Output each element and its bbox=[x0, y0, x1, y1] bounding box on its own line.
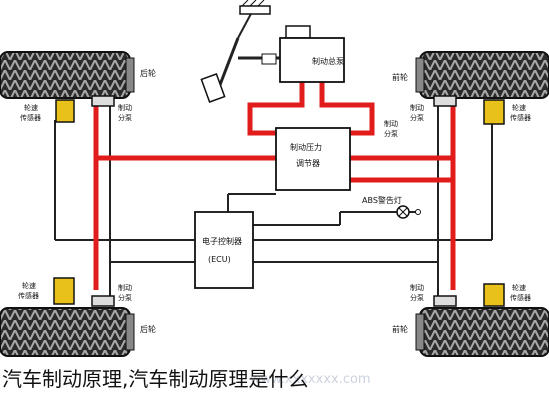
wheel-left-front bbox=[0, 307, 135, 357]
sensor-label-top-left: 轮速 传感器 bbox=[20, 103, 41, 122]
label-left-rear-wheel: 后轮 bbox=[140, 68, 156, 78]
wiring bbox=[54, 9, 493, 305]
brake-lines bbox=[93, 80, 456, 290]
master-cylinder-label: 制动总泵 bbox=[312, 56, 344, 66]
svg-text:制动: 制动 bbox=[118, 283, 132, 292]
brake-master-cylinder: 制动总泵 bbox=[279, 25, 345, 83]
svg-text:分泵: 分泵 bbox=[118, 293, 132, 302]
label-right-rear-wheel: 前轮 bbox=[392, 324, 408, 334]
svg-text:分泵: 分泵 bbox=[384, 129, 398, 138]
wheel-right-rear bbox=[415, 307, 549, 357]
regulator-label-2: 调节器 bbox=[296, 159, 320, 168]
cylinder-label-bottom-right: 制动 分泵 bbox=[410, 283, 424, 302]
svg-text:制动: 制动 bbox=[118, 103, 132, 112]
svg-text:分泵: 分泵 bbox=[118, 113, 132, 122]
brake-pressure-regulator: 制动压力 调节器 bbox=[275, 127, 351, 191]
wheel-right-front bbox=[415, 51, 549, 99]
cylinder-label-bottom-left: 制动 分泵 bbox=[118, 283, 132, 302]
cylinder-label-mid: 制动 分泵 bbox=[384, 119, 398, 138]
cylinder-label-top-right: 制动 分泵 bbox=[410, 103, 424, 122]
svg-text:轮速: 轮速 bbox=[24, 103, 38, 112]
wheel-left-rear bbox=[0, 51, 135, 99]
sensor-label-top-right: 轮速 传感器 bbox=[510, 103, 531, 122]
brake-pedal bbox=[200, 0, 277, 103]
svg-text:制动: 制动 bbox=[410, 283, 424, 292]
brake-calipers bbox=[91, 95, 457, 307]
abs-warning-light: ABS警告灯 bbox=[362, 195, 421, 219]
ecu-box: 电子控制器 (ECU) bbox=[194, 211, 254, 289]
svg-text:传感器: 传感器 bbox=[18, 291, 39, 300]
svg-text:分泵: 分泵 bbox=[410, 113, 424, 122]
abs-light-label: ABS警告灯 bbox=[362, 195, 402, 205]
svg-text:轮速: 轮速 bbox=[22, 281, 36, 290]
label-right-front-wheel: 前轮 bbox=[392, 72, 408, 82]
regulator-label-1: 制动压力 bbox=[290, 142, 322, 152]
svg-text:轮速: 轮速 bbox=[512, 103, 526, 112]
cylinder-label-top-left: 制动 分泵 bbox=[118, 103, 132, 122]
label-left-front-wheel: 后轮 bbox=[140, 324, 156, 334]
ecu-abbrev-label: (ECU) bbox=[208, 255, 231, 264]
ecu-label: 电子控制器 bbox=[202, 236, 242, 246]
svg-text:传感器: 传感器 bbox=[510, 113, 531, 122]
watermark: www.xxxxxxx.com bbox=[250, 372, 371, 387]
svg-text:传感器: 传感器 bbox=[20, 113, 41, 122]
svg-text:轮速: 轮速 bbox=[512, 283, 526, 292]
svg-text:分泵: 分泵 bbox=[410, 293, 424, 302]
sensor-label-bottom-left: 轮速 传感器 bbox=[18, 281, 39, 300]
sensor-label-bottom-right: 轮速 传感器 bbox=[510, 283, 531, 302]
image-caption: 汽车制动原理,汽车制动原理是什么 bbox=[2, 367, 309, 391]
svg-text:制动: 制动 bbox=[384, 119, 398, 128]
wheel-speed-sensors bbox=[53, 99, 505, 307]
svg-text:传感器: 传感器 bbox=[510, 293, 531, 302]
svg-text:制动: 制动 bbox=[410, 103, 424, 112]
